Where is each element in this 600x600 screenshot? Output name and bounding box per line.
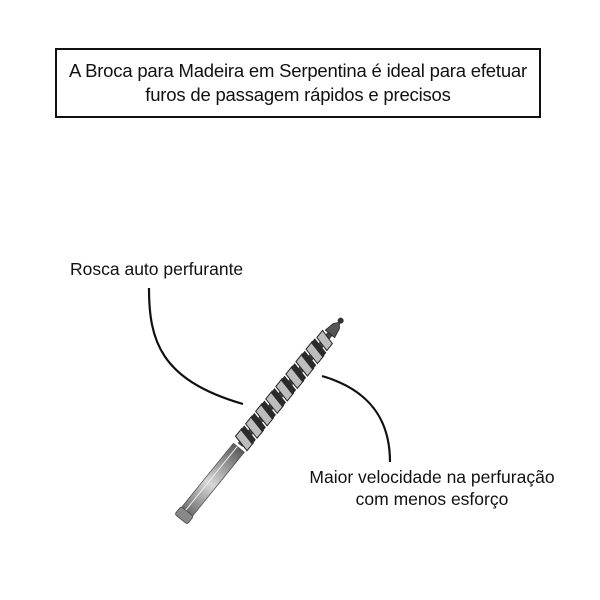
- drill-bit-icon: [175, 317, 344, 524]
- callout-speed-line-1: Maior velocidade na perfuração: [309, 467, 555, 487]
- callout-speed: Maior velocidade na perfuração com menos…: [302, 466, 562, 510]
- title-line-1: A Broca para Madeira em Serpentina é ide…: [69, 60, 527, 81]
- leader-line-right: [321, 374, 392, 463]
- title-box: A Broca para Madeira em Serpentina é ide…: [55, 48, 541, 118]
- callout-self-tapping-thread: Rosca auto perfurante: [70, 259, 244, 279]
- leader-line-left: [147, 287, 244, 406]
- callout-speed-line-2: com menos esforço: [355, 489, 509, 509]
- title-line-2: furos de passagem rápidos e precisos: [145, 84, 451, 105]
